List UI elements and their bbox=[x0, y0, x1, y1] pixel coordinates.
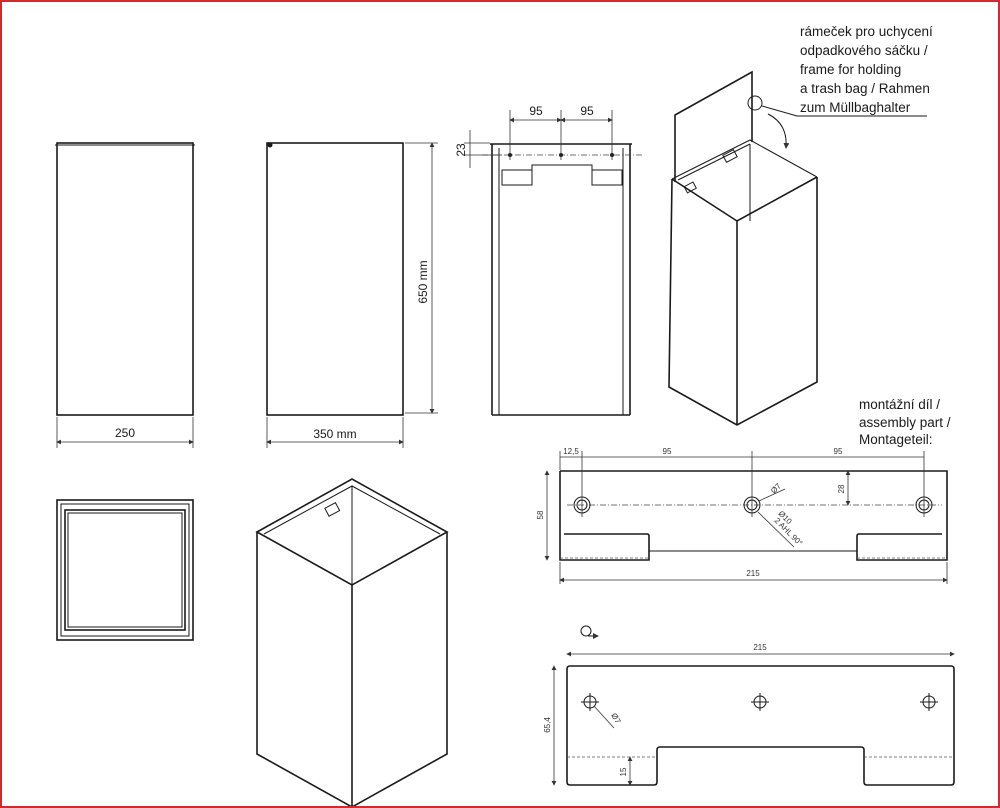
spacing-right-label: 95 bbox=[834, 447, 843, 456]
spacing-right-label: 95 bbox=[580, 104, 594, 118]
open-bin-perspective bbox=[668, 70, 927, 426]
callout-line: Montageteil: bbox=[859, 432, 933, 447]
top-view bbox=[56, 499, 194, 641]
callout-line: assembly part / bbox=[859, 414, 951, 430]
frame-callout: rámeček pro uchycení odpadkového sáčku /… bbox=[800, 22, 933, 117]
front-view: 250 bbox=[55, 142, 195, 448]
side-width-label: 350 mm bbox=[313, 427, 356, 441]
frame-view: 95 95 23 bbox=[454, 104, 642, 416]
height-label: 58 bbox=[536, 510, 545, 519]
spacing-left-label: 95 bbox=[529, 104, 543, 118]
assembly-part-bottom: 215 65,4 15 Ø7 bbox=[543, 625, 955, 786]
assembly-callout: montážní díl / assembly part / Montagete… bbox=[859, 396, 951, 449]
callout-line: a trash bag / Rahmen bbox=[800, 81, 930, 96]
hole-offset-label: 28 bbox=[837, 484, 846, 493]
tab-height-label: 15 bbox=[619, 767, 628, 776]
length-label: 215 bbox=[753, 643, 767, 652]
spacing-left-label: 95 bbox=[663, 447, 672, 456]
callout-line: odpadkového sáčku / bbox=[800, 43, 928, 58]
side-view: 650 mm 350 mm bbox=[266, 142, 438, 448]
callout-line: frame for holding bbox=[800, 62, 902, 77]
hole-diameter-label: Ø7 bbox=[609, 712, 622, 726]
height-label: 65,4 bbox=[543, 717, 552, 733]
height-label: 650 mm bbox=[416, 260, 430, 303]
assembly-part-top: 12,5 95 95 58 28 Ø7 Ø10 2 AHL 90° 215 bbox=[536, 447, 948, 584]
rotate-view-icon bbox=[580, 625, 599, 639]
hole-diameter-label: Ø7 bbox=[769, 481, 783, 495]
closed-bin-perspective bbox=[255, 478, 449, 806]
callout-line: zum Müllbaghalter bbox=[800, 100, 911, 115]
edge-offset-label: 12,5 bbox=[563, 447, 579, 456]
callout-line: rámeček pro uchycení bbox=[800, 24, 933, 39]
depth-label: 23 bbox=[454, 143, 468, 157]
front-width-label: 250 bbox=[115, 426, 135, 440]
callout-line: montážní díl / bbox=[859, 397, 941, 412]
length-label: 215 bbox=[746, 569, 760, 578]
